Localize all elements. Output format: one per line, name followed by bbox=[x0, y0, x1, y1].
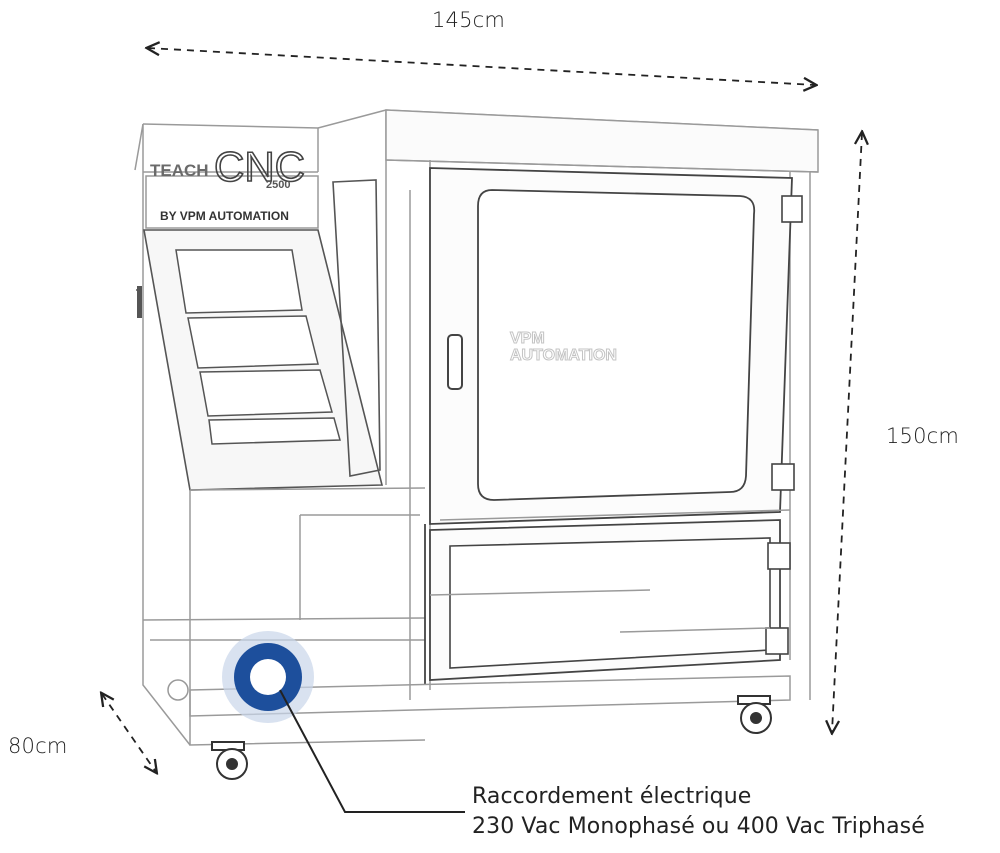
width-dimension-arrow bbox=[148, 48, 815, 85]
depth-label: 80cm bbox=[8, 734, 68, 758]
main-enclosure bbox=[189, 109, 819, 717]
window-logo-line2: AUTOMATION bbox=[510, 347, 617, 364]
height-dimension-arrow bbox=[832, 133, 862, 732]
callout-leader-line bbox=[279, 689, 465, 813]
window-logo-line1: VPM bbox=[510, 330, 545, 347]
callout-line-1: Raccordement électrique bbox=[472, 784, 752, 809]
electrical-connector-marker bbox=[222, 631, 314, 723]
callout-line-2: 230 Vac Monophasé ou 400 Vac Triphasé bbox=[472, 814, 925, 839]
brand-label: TEACH CNC 2500 BY VPM AUTOMATION bbox=[150, 142, 306, 223]
width-label: 145cm bbox=[432, 8, 506, 32]
brand-maker: BY VPM AUTOMATION bbox=[160, 209, 289, 223]
control-tower bbox=[134, 109, 819, 746]
brand-cnc: CNC bbox=[214, 143, 305, 190]
caster-back bbox=[167, 679, 189, 701]
height-label: 150cm bbox=[886, 424, 960, 448]
brand-teach: TEACH bbox=[150, 161, 209, 180]
electrical-callout: Raccordement électrique 230 Vac Monophas… bbox=[472, 782, 925, 842]
caster-right bbox=[737, 695, 772, 734]
window-logo: VPM AUTOMATION bbox=[510, 330, 618, 365]
depth-dimension-arrow bbox=[102, 694, 156, 772]
caster-left bbox=[211, 741, 248, 780]
brand-model: 2500 bbox=[266, 179, 290, 191]
